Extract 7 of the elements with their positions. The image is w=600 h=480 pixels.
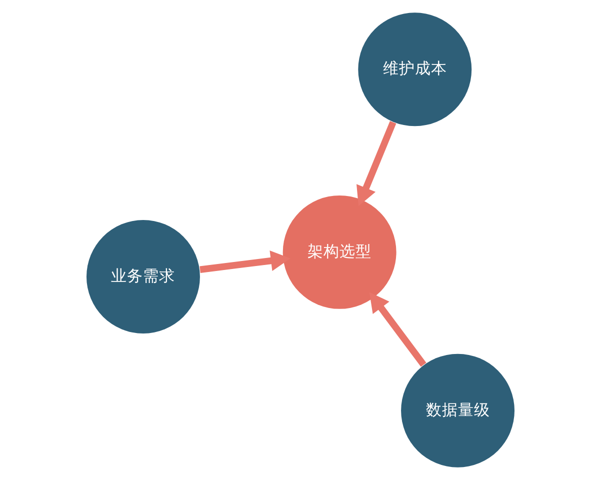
arrow <box>356 120 396 206</box>
node-circle: 业务需求 <box>86 220 200 334</box>
arrow <box>199 250 290 273</box>
node-circle: 数据量级 <box>400 354 514 468</box>
node-circle: 架构选型 <box>282 195 396 309</box>
node-circle: 维护成本 <box>358 12 472 126</box>
arrow <box>368 292 426 367</box>
